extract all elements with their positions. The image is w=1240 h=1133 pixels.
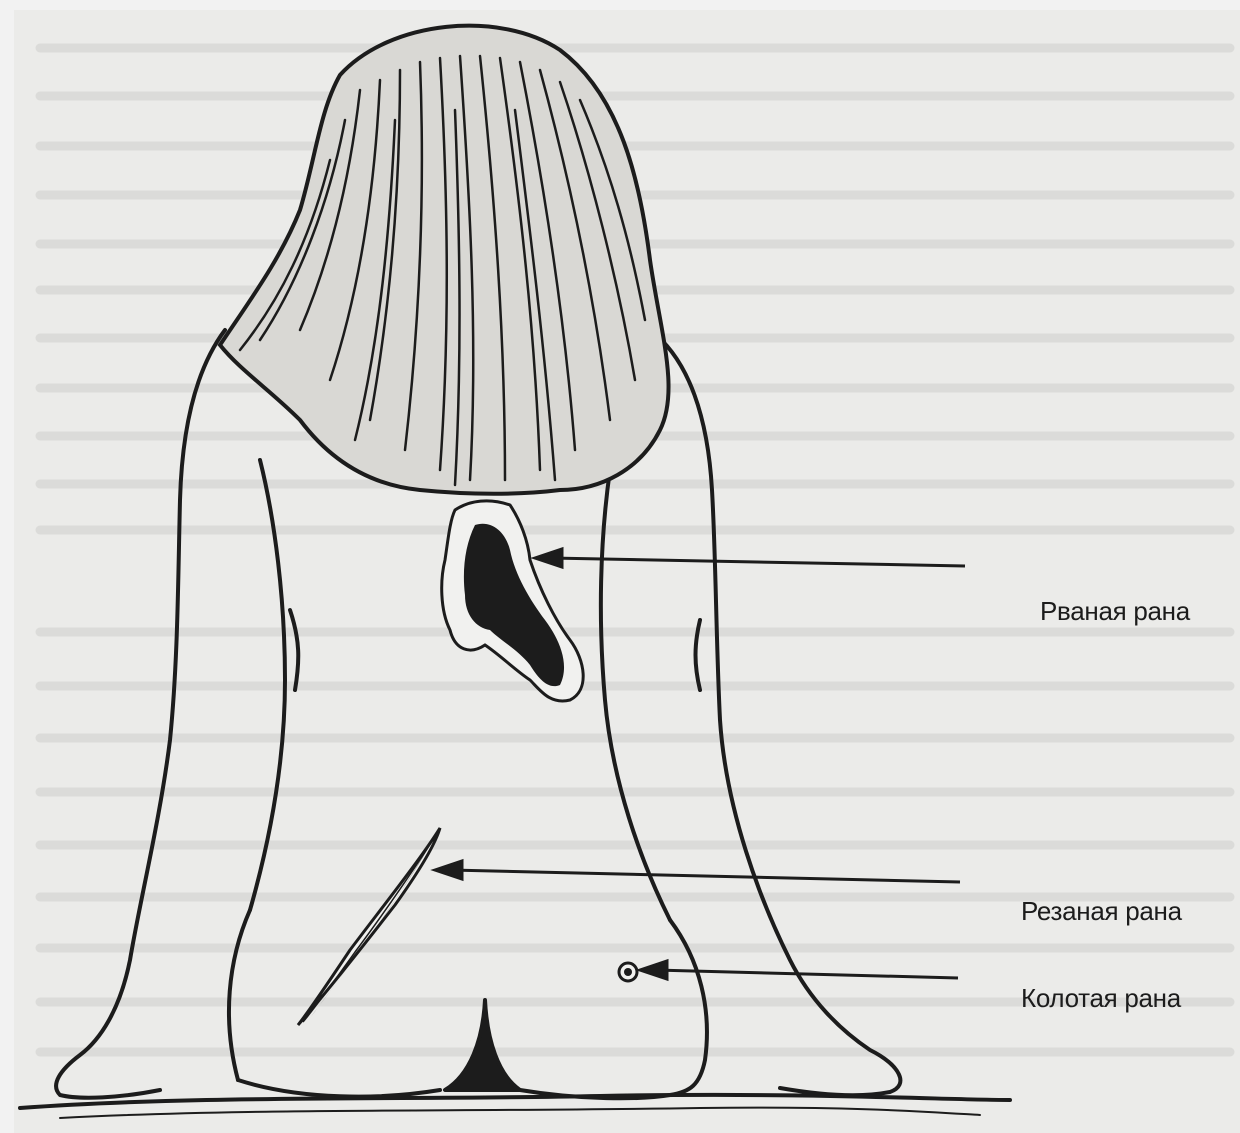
torn-wound-arrow — [535, 549, 965, 567]
cut-wound-shape — [298, 828, 440, 1025]
stab-wound-shape — [619, 963, 637, 981]
torn-wound-label: Рваная рана — [1040, 596, 1190, 627]
cut-wound-label: Резаная рана — [1021, 896, 1182, 927]
stab-wound-label: Колотая рана — [1021, 983, 1181, 1014]
cut-wound-arrow — [435, 861, 960, 882]
